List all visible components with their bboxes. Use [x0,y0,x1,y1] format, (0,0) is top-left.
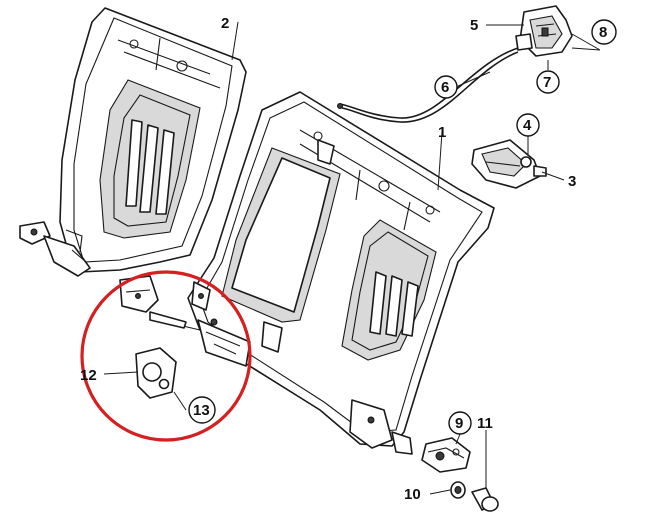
bolt [471,487,499,512]
callout-3: 3 [568,173,576,190]
release-cable [337,47,519,123]
main-backrest-frame [149,91,495,455]
hinge-bracket [119,275,159,313]
callout-5: 5 [470,17,478,34]
callout-9-bubble [448,411,472,435]
seat-lock-mechanism [471,139,547,189]
callout-4: 4 [523,117,532,134]
callout-9: 9 [455,415,463,432]
mounting-bracket [421,437,471,473]
bushing-part [135,347,177,399]
callout-11: 11 [477,415,493,432]
callout-8: 8 [599,24,607,41]
callout-4-bubble [516,113,540,137]
callout-7-bubble [536,70,560,94]
release-handle-assembly [515,5,573,57]
callout-1: 1 [438,124,446,141]
callout-12: 12 [80,367,97,384]
callout-10: 10 [404,486,421,503]
callout-13: 13 [193,402,210,419]
callout-labels: 2 1 3 4 5 6 7 8 9 10 11 12 13 [80,15,617,503]
callout-2: 2 [221,15,229,32]
callout-6-bubble [434,75,458,99]
callout-7: 7 [543,74,551,91]
callout-6: 6 [441,79,449,96]
highlight-circle [80,270,252,442]
leader-lines [103,21,601,495]
washer [450,481,466,499]
callout-8-bubble [591,19,617,45]
callout-13-bubble [188,396,216,424]
left-backrest-frame [19,7,247,277]
